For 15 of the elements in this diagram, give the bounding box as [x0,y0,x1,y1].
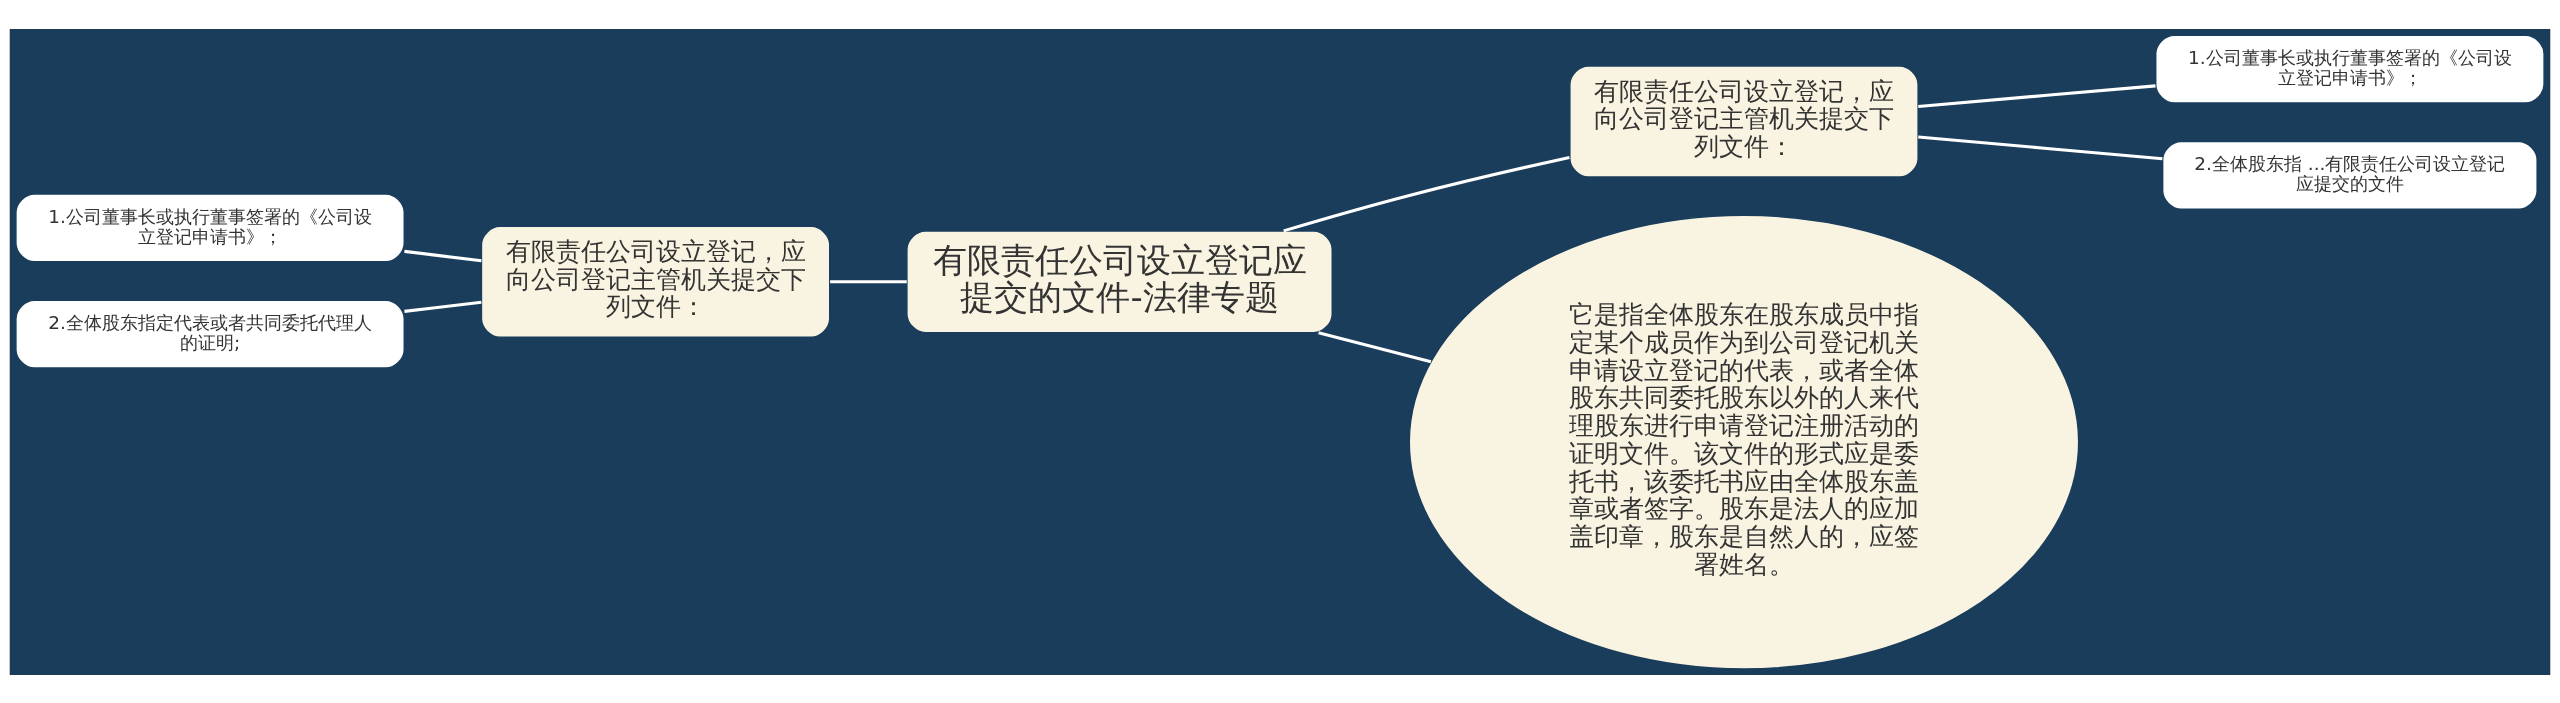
node-box: 1.公司董事长或执行董事签署的《公司设立登记申请书》； [2154,33,2545,104]
node-box: 有限责任公司设立登记，应向公司登记主管机关提交下列文件： [1569,64,1919,178]
node-ellipse: 它是指全体股东在股东成员中指定某个成员作为到公司登记机关申请设立登记的代表，或者全体股东共同委托股东以外的人来代理股东进行申请登记注册活动的证明文件。该文件的形式应是委托书，该委托书应由全体股东盖章或者签字。股东是法人的应加盖印章，股东是自然人的，应签署姓名。 [1408,214,2080,670]
connector [1918,134,2163,160]
connector [1918,83,2156,108]
connector [1283,155,1570,232]
node-box: 有限责任公司设立登记，应向公司登记主管机关提交下列文件： [480,225,831,338]
node-box: 1.公司董事长或执行董事签署的《公司设立登记申请书》； [15,192,406,263]
connector [404,300,482,313]
node-box: 有限责任公司设立登记应提交的文件-法律专题 [906,229,1334,333]
node-box: 2.全体股东指 ...有限责任公司设立登记应提交的文件 [2161,140,2538,210]
connector [404,249,482,262]
connector [1318,330,1432,363]
connector [830,279,907,283]
node-box: 2.全体股东指定代表或者共同委托代理人的证明; [15,299,406,369]
